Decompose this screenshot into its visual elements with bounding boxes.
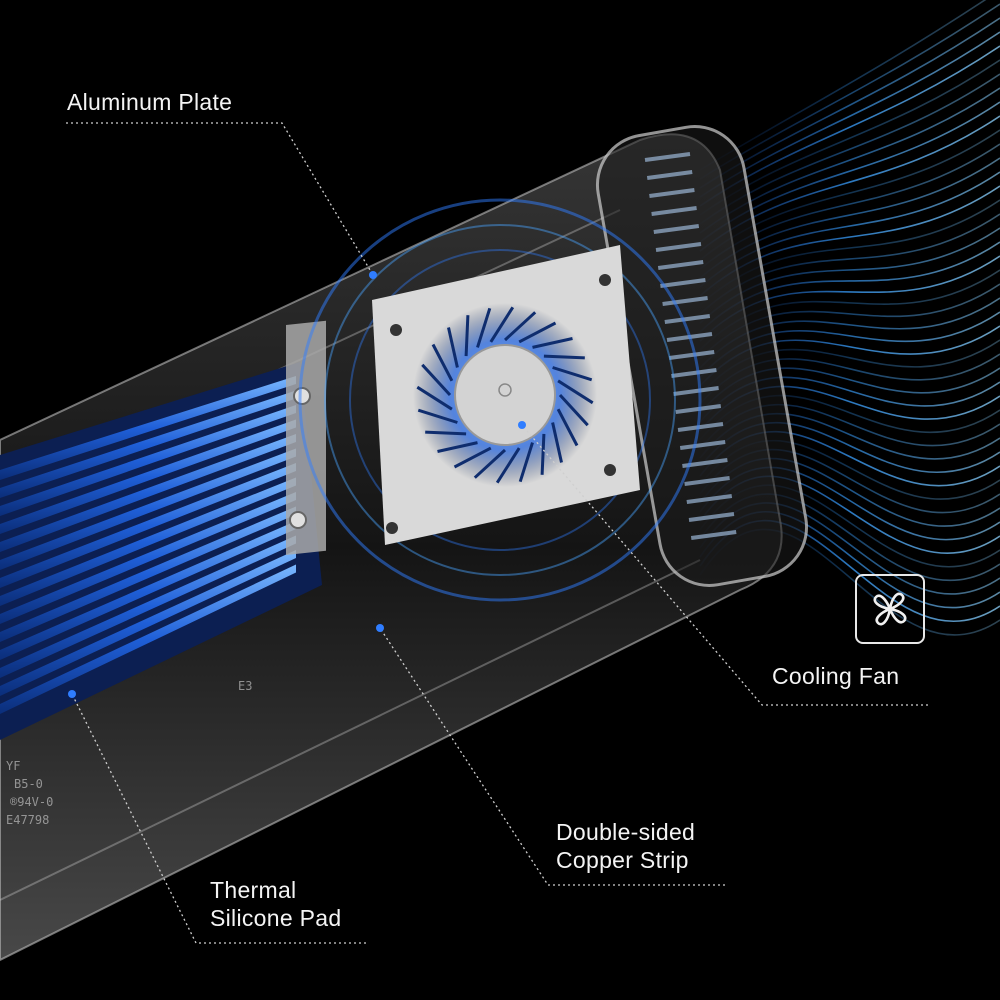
fan-blade	[518, 442, 534, 483]
vent-slot	[655, 242, 702, 252]
heatsink-fin	[0, 419, 296, 534]
vent-slot	[690, 530, 737, 540]
fan-blade	[421, 363, 452, 397]
pcb-markings: YF B5-0 ®94V-0 E47798 E3	[6, 679, 252, 827]
heatsink-fin	[0, 448, 296, 570]
fan-blade	[558, 393, 589, 427]
leader-aluminum-plate	[66, 122, 374, 276]
vent-slot	[651, 206, 697, 216]
heatsink-fin	[0, 521, 296, 660]
vent-slot	[668, 350, 715, 360]
heatsink-fin	[0, 535, 296, 678]
vent-slot	[653, 224, 700, 234]
heatsink-fin	[0, 506, 296, 642]
heatsink-fin	[0, 564, 296, 714]
vent-slot	[673, 386, 719, 396]
leader-thermal-pad	[71, 693, 366, 944]
vent-slot	[679, 440, 726, 450]
heatsink-fin	[0, 376, 296, 480]
fan-blade	[556, 408, 579, 447]
callout-leaders	[66, 122, 928, 944]
fan-blade	[518, 321, 557, 344]
airflow-stream	[699, 3, 1000, 180]
dot-aluminum-plate	[369, 271, 377, 279]
dot-copper-strip	[376, 624, 384, 632]
fan-blade	[473, 448, 507, 479]
aluminum-heatsink	[0, 320, 326, 740]
vent-slot	[657, 260, 704, 270]
vent-slot	[684, 476, 730, 486]
leader-cooling-fan	[521, 424, 928, 706]
fan-blade	[464, 315, 470, 357]
vent-slot	[664, 314, 711, 324]
label-cooling-fan-text: Cooling Fan	[772, 663, 900, 689]
fan-blade	[425, 430, 467, 436]
pcb-marking-2: B5-0	[14, 777, 43, 791]
vent-slot	[671, 368, 717, 378]
pcb-marking-3: ®94V-0	[10, 795, 53, 809]
fan-blade	[416, 385, 453, 411]
vent-slot	[644, 152, 691, 162]
fan-blade	[476, 307, 492, 348]
airflow-stream	[699, 0, 987, 171]
heatsink-fin	[0, 550, 296, 696]
pcb-marking-side: E3	[238, 679, 252, 693]
fan-blade	[552, 366, 593, 382]
heatsink-fin	[0, 463, 296, 588]
fan-blade	[447, 327, 459, 368]
fan-blade	[543, 354, 585, 360]
vent-slot	[660, 278, 706, 288]
vent-slot	[688, 512, 735, 522]
leader-copper-strip	[379, 627, 725, 886]
callout-dots	[68, 271, 526, 698]
heatsink-fin	[0, 434, 296, 552]
dot-thermal-pad	[68, 690, 76, 698]
fan-blade	[532, 337, 573, 349]
heatsink-fin	[0, 390, 296, 498]
fan-blade	[417, 408, 458, 424]
label-copper-strip: Double-sided Copper Strip	[556, 818, 695, 874]
fan-blade	[489, 306, 515, 343]
pcb-marking-4: E47798	[6, 813, 49, 827]
fan-blade	[453, 446, 492, 469]
dot-cooling-fan	[518, 421, 526, 429]
vent-slot	[677, 422, 724, 432]
fan-glyph	[873, 592, 907, 626]
fan-blade	[557, 379, 594, 405]
airflow-stream	[699, 17, 1000, 189]
label-thermal-pad: Thermal Silicone Pad	[210, 876, 341, 932]
heatsink-fin	[0, 477, 296, 606]
label-thermal-pad-line2: Silicone Pad	[210, 905, 342, 931]
fan-icon	[855, 574, 925, 644]
vent-slot	[686, 494, 733, 504]
fan-blade	[437, 441, 478, 453]
label-cooling-fan: Cooling Fan	[772, 662, 899, 690]
fan-blade	[503, 311, 537, 342]
label-copper-strip-line2: Copper Strip	[556, 847, 689, 873]
heatsink-fin	[0, 492, 296, 624]
vent-slot	[675, 404, 722, 414]
fan-blade	[551, 422, 563, 463]
vent-slot	[646, 170, 693, 180]
fan-blade	[431, 343, 454, 382]
vent-slot	[662, 296, 708, 306]
vent-slot	[649, 188, 695, 198]
heatsink-fin	[0, 405, 296, 516]
cooling-fan	[298, 198, 702, 602]
pcb-marking-1: YF	[6, 759, 20, 773]
label-copper-strip-line1: Double-sided	[556, 819, 696, 845]
fan-blade	[495, 447, 521, 484]
label-thermal-pad-line1: Thermal	[210, 877, 297, 903]
fan-blade	[540, 433, 546, 475]
label-aluminum-plate: Aluminum Plate	[67, 88, 232, 116]
label-aluminum-plate-text: Aluminum Plate	[67, 89, 233, 115]
